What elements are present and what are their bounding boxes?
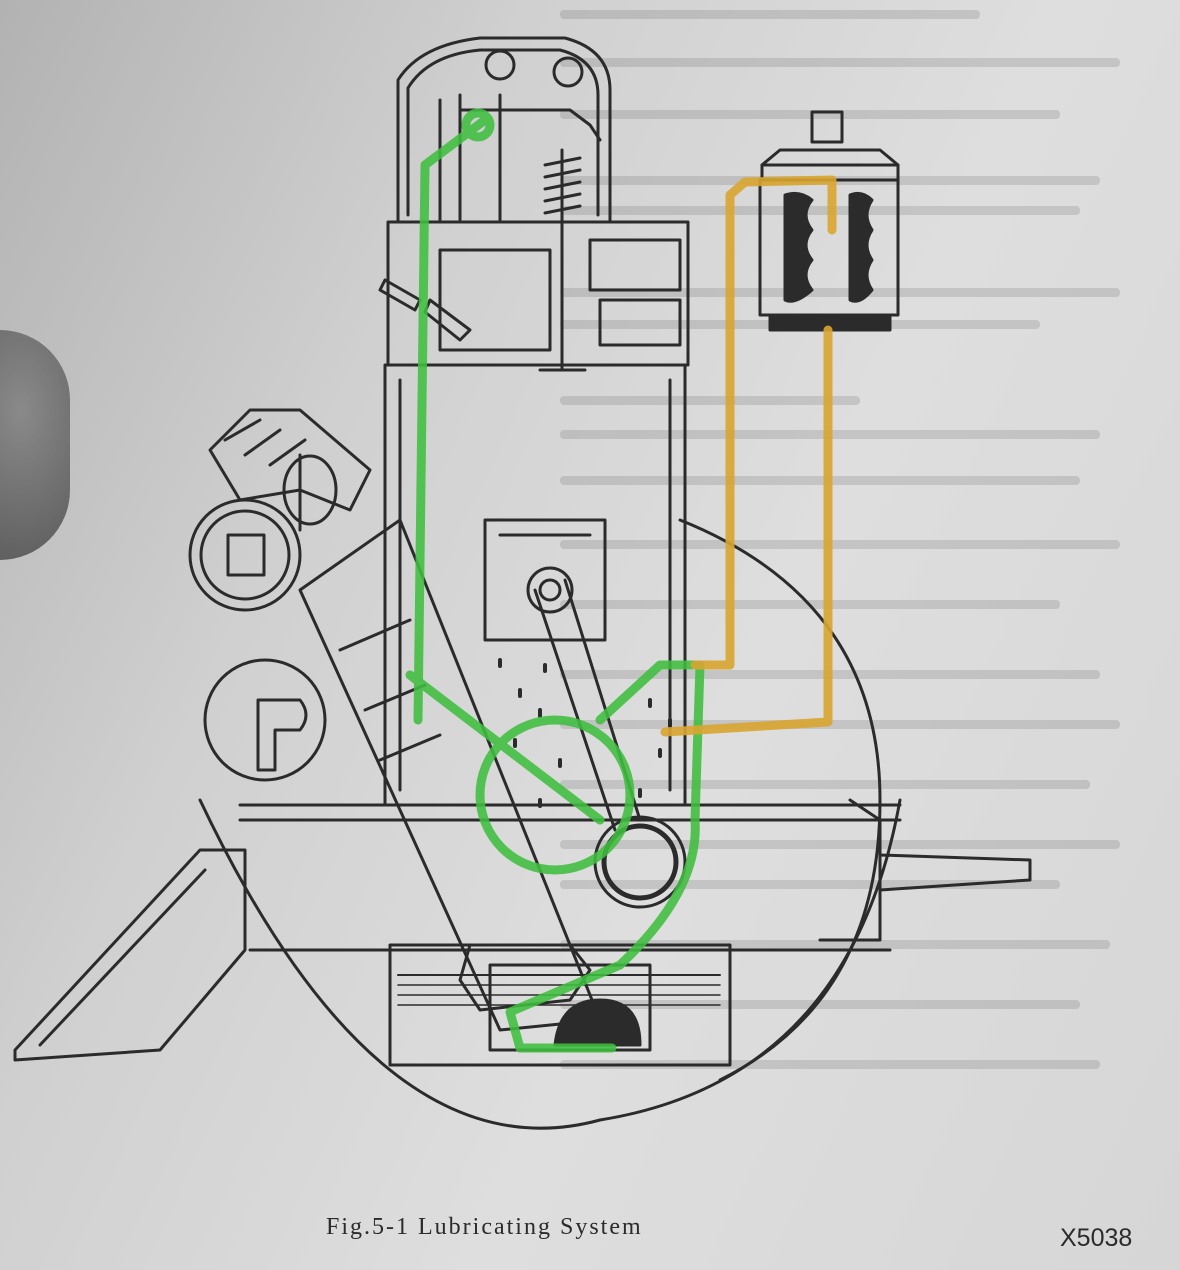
oil-feed-crank-circle: [475, 715, 635, 875]
pushrod: [438, 93, 502, 222]
oil-pump-body: [458, 943, 592, 1012]
right-engine-mount: [818, 798, 882, 942]
distributor: [208, 408, 372, 532]
oil-strainer: [553, 998, 642, 1047]
oil-return-from-filter: [660, 325, 833, 737]
finger-shadow: [0, 330, 70, 560]
rocker-cap: [484, 49, 516, 81]
oil-feed-path-return: [505, 660, 705, 1053]
piston: [483, 518, 607, 642]
crankshaft-bearing: [593, 815, 687, 909]
figure-code: X5038: [1060, 1224, 1133, 1252]
rocker-cover: [396, 36, 612, 224]
flywheel-arc: [678, 518, 882, 1082]
output-shaft: [878, 853, 1032, 892]
left-engine-mount: [13, 848, 247, 1062]
oil-feed-path-main: [413, 115, 490, 725]
oil-return-to-filter: [690, 175, 837, 670]
oil-feed-path-crank: [405, 670, 605, 825]
connecting-rod: [533, 578, 642, 832]
oil-filter: [758, 110, 900, 332]
oil-pump-drive-shaft: [298, 518, 602, 1032]
spark-plug: [378, 278, 422, 312]
governor-housing: [203, 658, 327, 782]
oil-splash: [498, 658, 672, 808]
fuel-pump-housing: [188, 498, 302, 612]
oil-feed-rocker-port: [461, 108, 495, 142]
figure-caption: Fig.5-1 Lubricating System: [326, 1214, 643, 1240]
rocker-arm: [458, 108, 602, 142]
